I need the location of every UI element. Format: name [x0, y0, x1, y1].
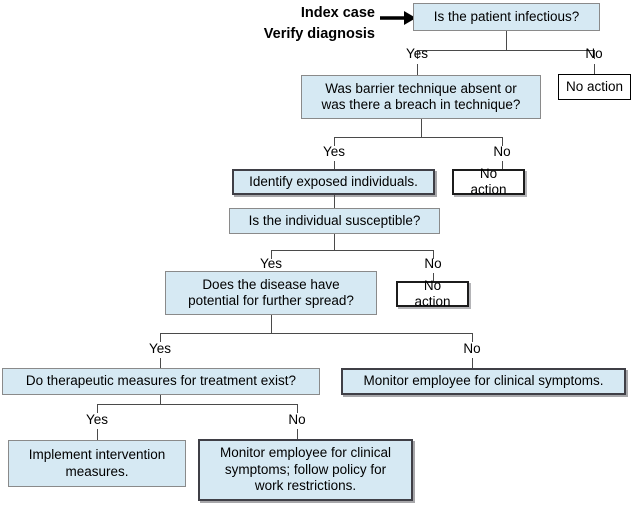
connector-v-n5-no	[472, 333, 473, 342]
connector-v-n5-stem	[271, 315, 272, 333]
node-identify-exposed[interactable]: Identify exposed individuals.	[232, 169, 435, 195]
connector-v-n5-yes-down	[160, 358, 161, 368]
branch-label-n6-yes: Yes	[85, 412, 109, 427]
branch-label-n4-no: No	[424, 256, 442, 271]
connector-v-n2-yes-down	[334, 161, 335, 169]
branch-label-n2-yes: Yes	[322, 144, 346, 159]
connector-v-n1-yes-down	[417, 64, 418, 75]
node-monitor-employee-symptoms[interactable]: Monitor employee for clinical symptoms.	[341, 368, 626, 395]
connector-v-n6-stem	[160, 395, 161, 404]
connector-v-n4-no-down	[433, 273, 434, 282]
node-is-patient-infectious[interactable]: Is the patient infectious?	[413, 3, 600, 31]
connector-v-n4-no	[433, 250, 434, 259]
node-no-action-3[interactable]: No action	[396, 278, 469, 309]
node-is-individual-susceptible[interactable]: Is the individual susceptible?	[229, 208, 440, 234]
connector-v-n2-no	[502, 137, 503, 146]
connector-v-n5-yes	[160, 333, 161, 342]
connector-v-n5-no-down	[472, 358, 473, 368]
connector-v-n4-stem	[334, 234, 335, 250]
connector-v-n2-yes	[334, 137, 335, 146]
branch-label-n5-no: No	[463, 341, 481, 356]
connector-v-n4-yes	[271, 250, 272, 259]
branch-label-n6-no: No	[288, 412, 306, 427]
connector-v-n6-yes-down	[97, 429, 98, 440]
branch-label-n2-no: No	[493, 144, 511, 159]
connector-v-n2-no-down	[502, 161, 503, 169]
connector-v-n1-no	[594, 50, 595, 59]
branch-label-n1-no: No	[585, 46, 603, 61]
node-monitor-follow-policy[interactable]: Monitor employee for clinical symptoms; …	[198, 439, 413, 501]
connector-v-n1-no-down	[594, 64, 595, 74]
entry-arrow-icon	[380, 11, 416, 25]
connector-h-n2-split	[334, 137, 502, 138]
connector-h-n4-split	[271, 250, 433, 251]
connector-v-n6-no	[297, 404, 298, 413]
node-no-action-1[interactable]: No action	[558, 74, 631, 100]
entry-caption: Index case Verify diagnosis	[263, 5, 375, 43]
connector-h-n5-split	[160, 333, 473, 334]
branch-label-n5-yes: Yes	[148, 341, 172, 356]
node-therapeutic-measures[interactable]: Do therapeutic measures for treatment ex…	[2, 368, 320, 395]
connector-h-n1-split	[417, 50, 594, 51]
connector-h-n6-split	[97, 404, 297, 405]
node-barrier-technique[interactable]: Was barrier technique absent or was ther…	[301, 75, 541, 119]
connector-v-n3-to-n4	[334, 195, 335, 208]
node-implement-intervention[interactable]: Implement intervention measures.	[8, 440, 186, 487]
connector-v-n1-yes	[417, 50, 418, 59]
branch-label-n4-yes: Yes	[259, 256, 283, 271]
connector-v-n6-no-down	[297, 429, 298, 439]
node-no-action-2[interactable]: No action	[452, 166, 525, 197]
branch-label-n1-yes: Yes	[405, 46, 429, 61]
connector-v-n2-stem	[421, 119, 422, 137]
connector-v-n6-yes	[97, 404, 98, 413]
connector-v-n1-stem	[506, 31, 507, 50]
node-further-spread[interactable]: Does the disease have potential for furt…	[165, 271, 377, 315]
